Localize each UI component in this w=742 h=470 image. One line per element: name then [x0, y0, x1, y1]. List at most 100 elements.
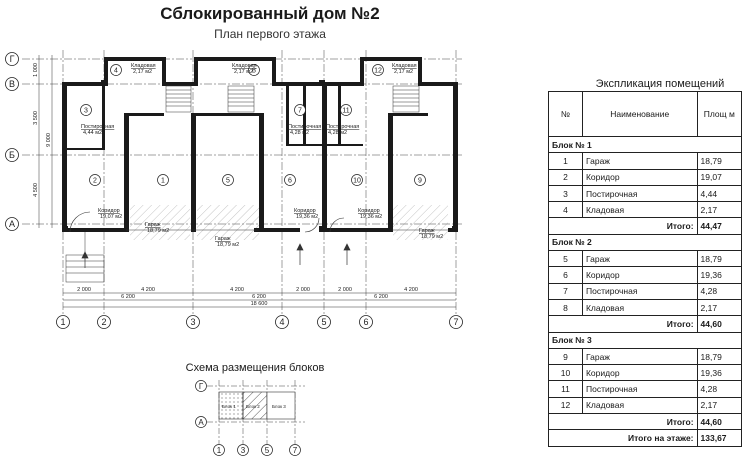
room-label: Коридор	[98, 208, 120, 214]
scheme-title: Схема размещения блоков	[185, 362, 325, 374]
page-subtitle: План первого этажа	[214, 27, 326, 41]
scheme-axis-А: А	[195, 416, 207, 428]
dim-bottom: 2 000	[338, 287, 352, 293]
room-area: 2,17 м2	[394, 69, 413, 75]
svg-text:В: В	[9, 79, 15, 89]
svg-text:10: 10	[353, 178, 361, 185]
svg-text:Б: Б	[9, 150, 15, 160]
room-area: 19,36 м2	[296, 214, 318, 220]
svg-text:3: 3	[241, 446, 246, 455]
axis-bubble-Б: Б	[5, 148, 19, 162]
scheme-axis-7: 7	[289, 444, 301, 456]
dim-bottom-2: 6 200	[374, 294, 388, 300]
svg-text:А: А	[9, 219, 15, 229]
svg-text:7: 7	[453, 317, 458, 327]
room-label: Кладовая	[131, 63, 156, 69]
room-area: 2,17 м2	[234, 69, 253, 75]
axis-bubble-1: 1	[56, 315, 70, 329]
scheme-block-3-label: Блок 3	[272, 404, 286, 409]
scheme-block-1-label: Блок 1	[222, 404, 236, 409]
room-label: Коридор	[358, 208, 380, 214]
room-marker-8: 8	[248, 64, 260, 76]
dim-bottom: 4 200	[141, 287, 155, 293]
room-label: Кладовая	[232, 63, 257, 69]
axis-bubble-6: 6	[359, 315, 373, 329]
scheme-axis-Г: Г	[195, 380, 207, 392]
room-label: Постирочная	[288, 124, 321, 130]
room-label: Постирочная	[81, 124, 114, 130]
room-label: Гараж	[145, 222, 161, 228]
walls	[62, 57, 458, 232]
svg-text:3: 3	[84, 108, 88, 115]
stairs	[65, 85, 420, 283]
dim-left: 1 000	[33, 63, 39, 77]
svg-text:4: 4	[114, 68, 118, 75]
dim-bottom: 2 000	[296, 287, 310, 293]
scheme-block-2	[242, 391, 268, 420]
page-title: Сблокированный дом №2	[160, 4, 380, 23]
svg-text:3: 3	[190, 317, 195, 327]
room-marker-11: 11	[340, 104, 352, 116]
room-label: Постирочная	[326, 124, 359, 130]
block-total-row: Итого:44,47	[548, 217, 742, 235]
room-marker-1: 1	[157, 174, 169, 186]
room-marker-12: 12	[372, 64, 384, 76]
axis-bubble-В: В	[5, 77, 19, 91]
explication-title: Экспликация помещений	[595, 78, 725, 90]
dim-left: 3 500	[33, 111, 39, 125]
dim-bottom-2: 6 200	[121, 294, 135, 300]
svg-text:1: 1	[161, 178, 165, 185]
room-area: 18,79 м2	[421, 234, 443, 240]
axis-bubble-7: 7	[449, 315, 463, 329]
scheme-axis-3: 3	[237, 444, 249, 456]
floor-total-row: Итого на этаже:133,67	[548, 429, 742, 447]
block-total-row: Итого:44,60	[548, 413, 742, 431]
room-label: Гараж	[419, 228, 435, 234]
scheme-axis-1: 1	[213, 444, 225, 456]
scheme-block-1	[218, 391, 244, 420]
svg-text:6: 6	[363, 317, 368, 327]
room-area: 4,28 м2	[290, 130, 309, 136]
svg-text:11: 11	[342, 108, 349, 115]
room-area: 4,44 м2	[83, 130, 102, 136]
svg-text:Г: Г	[10, 54, 15, 64]
svg-text:8: 8	[252, 68, 256, 75]
room-area: 4,28 м2	[328, 130, 347, 136]
svg-text:5: 5	[226, 178, 230, 185]
room-marker-7: 7	[294, 104, 306, 116]
room-marker-2: 2	[89, 174, 101, 186]
room-marker-10: 10	[351, 174, 363, 186]
svg-text:2: 2	[93, 178, 97, 185]
room-area: 18,79 м2	[147, 228, 169, 234]
room-label: Кладовая	[392, 63, 417, 69]
svg-text:4: 4	[279, 317, 284, 327]
room-label: Коридор	[294, 208, 316, 214]
axis-bubble-2: 2	[97, 315, 111, 329]
svg-text:6: 6	[288, 178, 292, 185]
scheme-block-2-label: Блок 2	[246, 404, 260, 409]
svg-text:А: А	[198, 418, 204, 427]
dim-total: 18 600	[251, 301, 268, 307]
svg-text:1: 1	[60, 317, 65, 327]
garage-doors	[69, 211, 448, 233]
axis-bubble-А: А	[5, 217, 19, 231]
svg-text:7: 7	[293, 446, 298, 455]
dim-left: 4 500	[33, 183, 39, 197]
room-area: 18,79 м2	[217, 242, 239, 248]
room-label: Гараж	[215, 236, 231, 242]
svg-text:2: 2	[101, 317, 106, 327]
room-marker-3: 3	[80, 104, 92, 116]
svg-text:12: 12	[374, 68, 382, 75]
